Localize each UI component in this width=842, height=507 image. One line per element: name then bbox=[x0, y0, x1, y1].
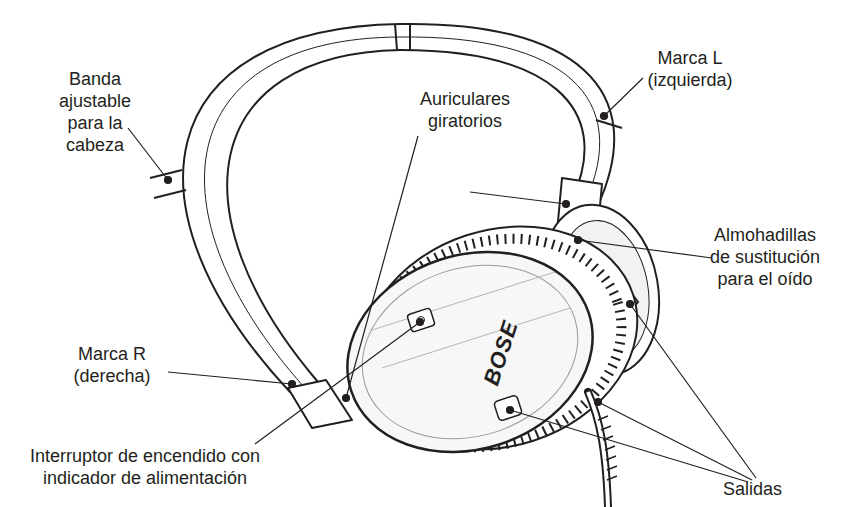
leader-dot bbox=[575, 237, 582, 244]
leader-line bbox=[255, 322, 420, 444]
leader-dot bbox=[595, 399, 602, 406]
leader-line bbox=[128, 128, 168, 180]
leader-line bbox=[510, 410, 748, 482]
leader-lines bbox=[128, 78, 756, 482]
leader-line bbox=[604, 78, 643, 116]
leader-dot bbox=[627, 301, 634, 308]
part-label: Interruptor de encendido con indicador d… bbox=[20, 445, 270, 489]
part-label: Auriculares giratorios bbox=[415, 88, 515, 132]
band-segment bbox=[409, 24, 411, 50]
part-label: Marca R (derecha) bbox=[62, 343, 162, 387]
band-segment bbox=[395, 24, 397, 50]
leader-dot bbox=[563, 201, 570, 208]
leader-dot bbox=[601, 113, 608, 120]
cable-coil bbox=[598, 416, 617, 480]
part-label: Marca L (izquierda) bbox=[640, 47, 740, 91]
right-ear-cup bbox=[321, 221, 619, 483]
part-label: Banda ajustable para la cabeza bbox=[55, 68, 135, 156]
front-cup-face bbox=[321, 221, 619, 483]
band-segment bbox=[596, 120, 622, 128]
front-slider bbox=[288, 380, 352, 428]
leader-dot bbox=[165, 177, 172, 184]
leader-dot bbox=[343, 395, 350, 402]
leader-dot bbox=[417, 319, 424, 326]
leader-line bbox=[470, 192, 566, 204]
leader-line bbox=[346, 136, 418, 398]
part-label: Salidas bbox=[723, 478, 782, 500]
leader-dot bbox=[507, 407, 514, 414]
leader-line bbox=[168, 372, 292, 384]
face-stripe bbox=[382, 308, 570, 368]
leader-line bbox=[630, 304, 756, 478]
leader-dot bbox=[289, 381, 296, 388]
front-output-port bbox=[493, 395, 522, 421]
leader-line bbox=[578, 240, 712, 258]
part-label: Almohadillas de sustitución para el oído bbox=[705, 224, 825, 290]
band-segment bbox=[154, 190, 186, 198]
